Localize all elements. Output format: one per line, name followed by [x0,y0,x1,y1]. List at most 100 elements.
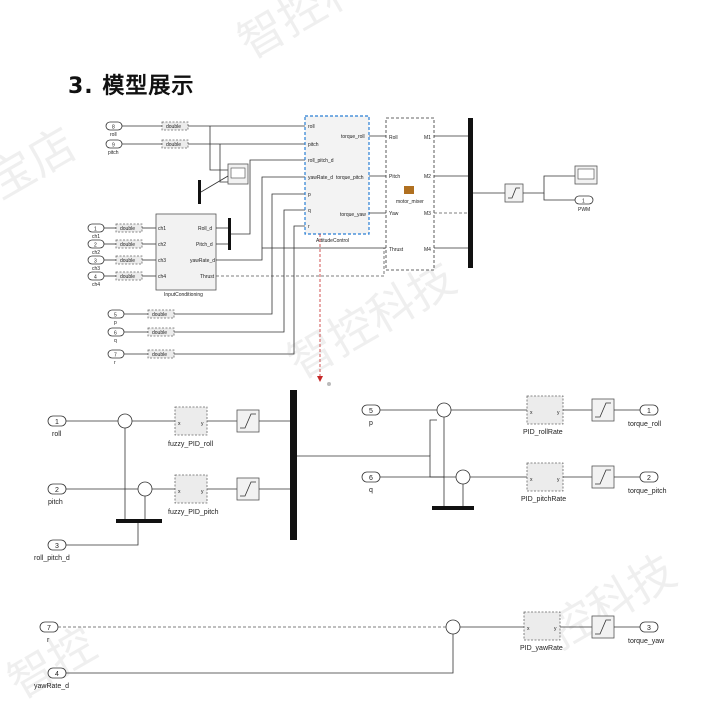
svg-text:PWM: PWM [578,207,590,213]
svg-text:AttitudeControl: AttitudeControl [316,238,349,244]
svg-text:1: 1 [582,199,585,205]
outport-torque-pitch[interactable]: 2 torque_pitch [628,471,667,495]
pid-pitchrate-block[interactable]: x y PID_pitchRate [521,462,566,503]
svg-text:Pitch_d: Pitch_d [196,242,213,248]
svg-text:roll_pitch_d: roll_pitch_d [34,555,70,562]
input-conditioning-block[interactable]: ch1 ch2 ch3 ch4 Roll_d Pitch_d yawRate_d… [155,213,217,298]
saturation-pitch[interactable] [236,477,260,501]
inport-q[interactable]: 6 q [107,327,125,344]
svg-text:double: double [152,352,167,358]
svg-text:pitch: pitch [108,150,119,156]
svg-text:2: 2 [94,243,97,249]
inport-roll-sub[interactable]: 1 roll [47,415,67,438]
svg-text:double: double [120,242,135,248]
svg-text:y: y [554,626,557,632]
svg-text:智控科技: 智控科技 [279,251,465,390]
svg-text:ch1: ch1 [92,234,100,240]
scope-top[interactable] [227,163,249,185]
svg-text:4: 4 [55,671,59,678]
svg-text:double: double [166,124,181,130]
svg-text:3: 3 [647,625,651,632]
outport-torque-yaw[interactable]: 3 torque_yaw [628,621,665,645]
svg-text:double: double [166,142,181,148]
svg-text:7: 7 [114,353,117,359]
saturation-rollrate[interactable] [591,398,615,422]
svg-text:智控科: 智控科 [229,0,376,70]
sum-r[interactable] [445,619,461,635]
outport-pwm[interactable]: 1 PWM [574,195,594,213]
svg-text:6: 6 [369,475,373,482]
svg-text:1: 1 [647,408,651,415]
sum-q[interactable] [455,469,471,485]
svg-text:q: q [308,208,311,214]
inport-ch3[interactable]: 3 ch3 [87,255,105,272]
svg-text:x: x [178,489,181,495]
fuzzy-pid-pitch-block[interactable]: x y fuzzy_PID_pitch [168,474,219,516]
sum-roll[interactable] [117,413,133,429]
pid-rollrate-block[interactable]: x y PID_rollRate [523,395,564,436]
convert-ch4[interactable]: double [115,271,143,281]
svg-text:Thrust: Thrust [389,247,404,253]
scope-pwm[interactable] [574,165,598,185]
pid-yawrate-block[interactable]: x y PID_yawRate [520,611,563,652]
saturation-top[interactable] [504,183,524,203]
svg-text:ch4: ch4 [158,274,166,280]
convert-roll[interactable]: double [161,121,189,131]
convert-p[interactable]: double [147,309,175,319]
svg-text:torque_yaw: torque_yaw [340,212,366,218]
inport-ch4[interactable]: 4 ch4 [87,271,105,288]
saturation-roll[interactable] [236,409,260,433]
svg-text:Thrust: Thrust [200,274,215,280]
svg-text:torque_yaw: torque_yaw [628,638,665,645]
svg-text:double: double [120,274,135,280]
svg-text:y: y [201,421,204,427]
inport-r[interactable]: 7 r [107,349,125,366]
outport-torque-roll[interactable]: 1 torque_roll [628,404,662,428]
convert-ch3[interactable]: double [115,255,143,265]
convert-ch1[interactable]: double [115,223,143,233]
svg-text:x: x [530,477,533,483]
inport-roll[interactable]: 8 roll [105,121,123,138]
convert-ch2[interactable]: double [115,239,143,249]
svg-text:double: double [120,226,135,232]
inport-pitch[interactable]: 9 pitch [105,139,123,156]
inport-roll-pitch-d-sub[interactable]: 3 roll_pitch_d [34,539,70,562]
saturation-yawrate[interactable] [591,615,615,639]
svg-text:4: 4 [94,275,97,281]
inport-p-sub[interactable]: 5 p [361,404,381,427]
svg-text:ch2: ch2 [158,242,166,248]
svg-text:q: q [369,487,373,494]
svg-text:PID_yawRate: PID_yawRate [520,645,563,652]
attitude-control-block[interactable]: roll pitch roll_pitch_d yawRate_d p q r … [304,115,370,244]
inport-pitch-sub[interactable]: 2 pitch [47,483,67,506]
convert-r[interactable]: double [147,349,175,359]
inport-q-sub[interactable]: 6 q [361,471,381,494]
svg-text:Yaw: Yaw [389,211,399,217]
svg-text:pitch: pitch [48,499,63,506]
page-title: 3. 模型展示 [68,74,195,99]
convert-q[interactable]: double [147,327,175,337]
svg-text:宝店: 宝店 [0,117,85,210]
svg-text:ch3: ch3 [92,266,100,272]
svg-text:5: 5 [369,408,373,415]
svg-text:fuzzy_PID_roll: fuzzy_PID_roll [168,441,214,448]
svg-text:1: 1 [55,419,59,426]
svg-text:Roll: Roll [389,135,398,141]
convert-pitch[interactable]: double [161,139,189,149]
sum-pitch[interactable] [137,481,153,497]
svg-text:y: y [201,489,204,495]
svg-text:pitch: pitch [308,142,319,148]
inport-ch2[interactable]: 2 ch2 [87,239,105,256]
motor-mixer-block[interactable]: Roll Pitch Yaw Thrust M1 M2 M3 M4 motor_… [385,117,435,271]
fuzzy-pid-roll-block[interactable]: x y fuzzy_PID_roll [168,406,214,448]
inport-p[interactable]: 5 p [107,309,125,326]
svg-text:torque_roll: torque_roll [628,421,662,428]
svg-text:M3: M3 [424,211,431,217]
svg-text:double: double [152,330,167,336]
svg-text:ch2: ch2 [92,250,100,256]
sum-p[interactable] [436,402,452,418]
svg-text:9: 9 [112,143,115,149]
saturation-pitchrate[interactable] [591,465,615,489]
svg-text:r: r [47,637,50,644]
inport-ch1[interactable]: 1 ch1 [87,223,105,240]
